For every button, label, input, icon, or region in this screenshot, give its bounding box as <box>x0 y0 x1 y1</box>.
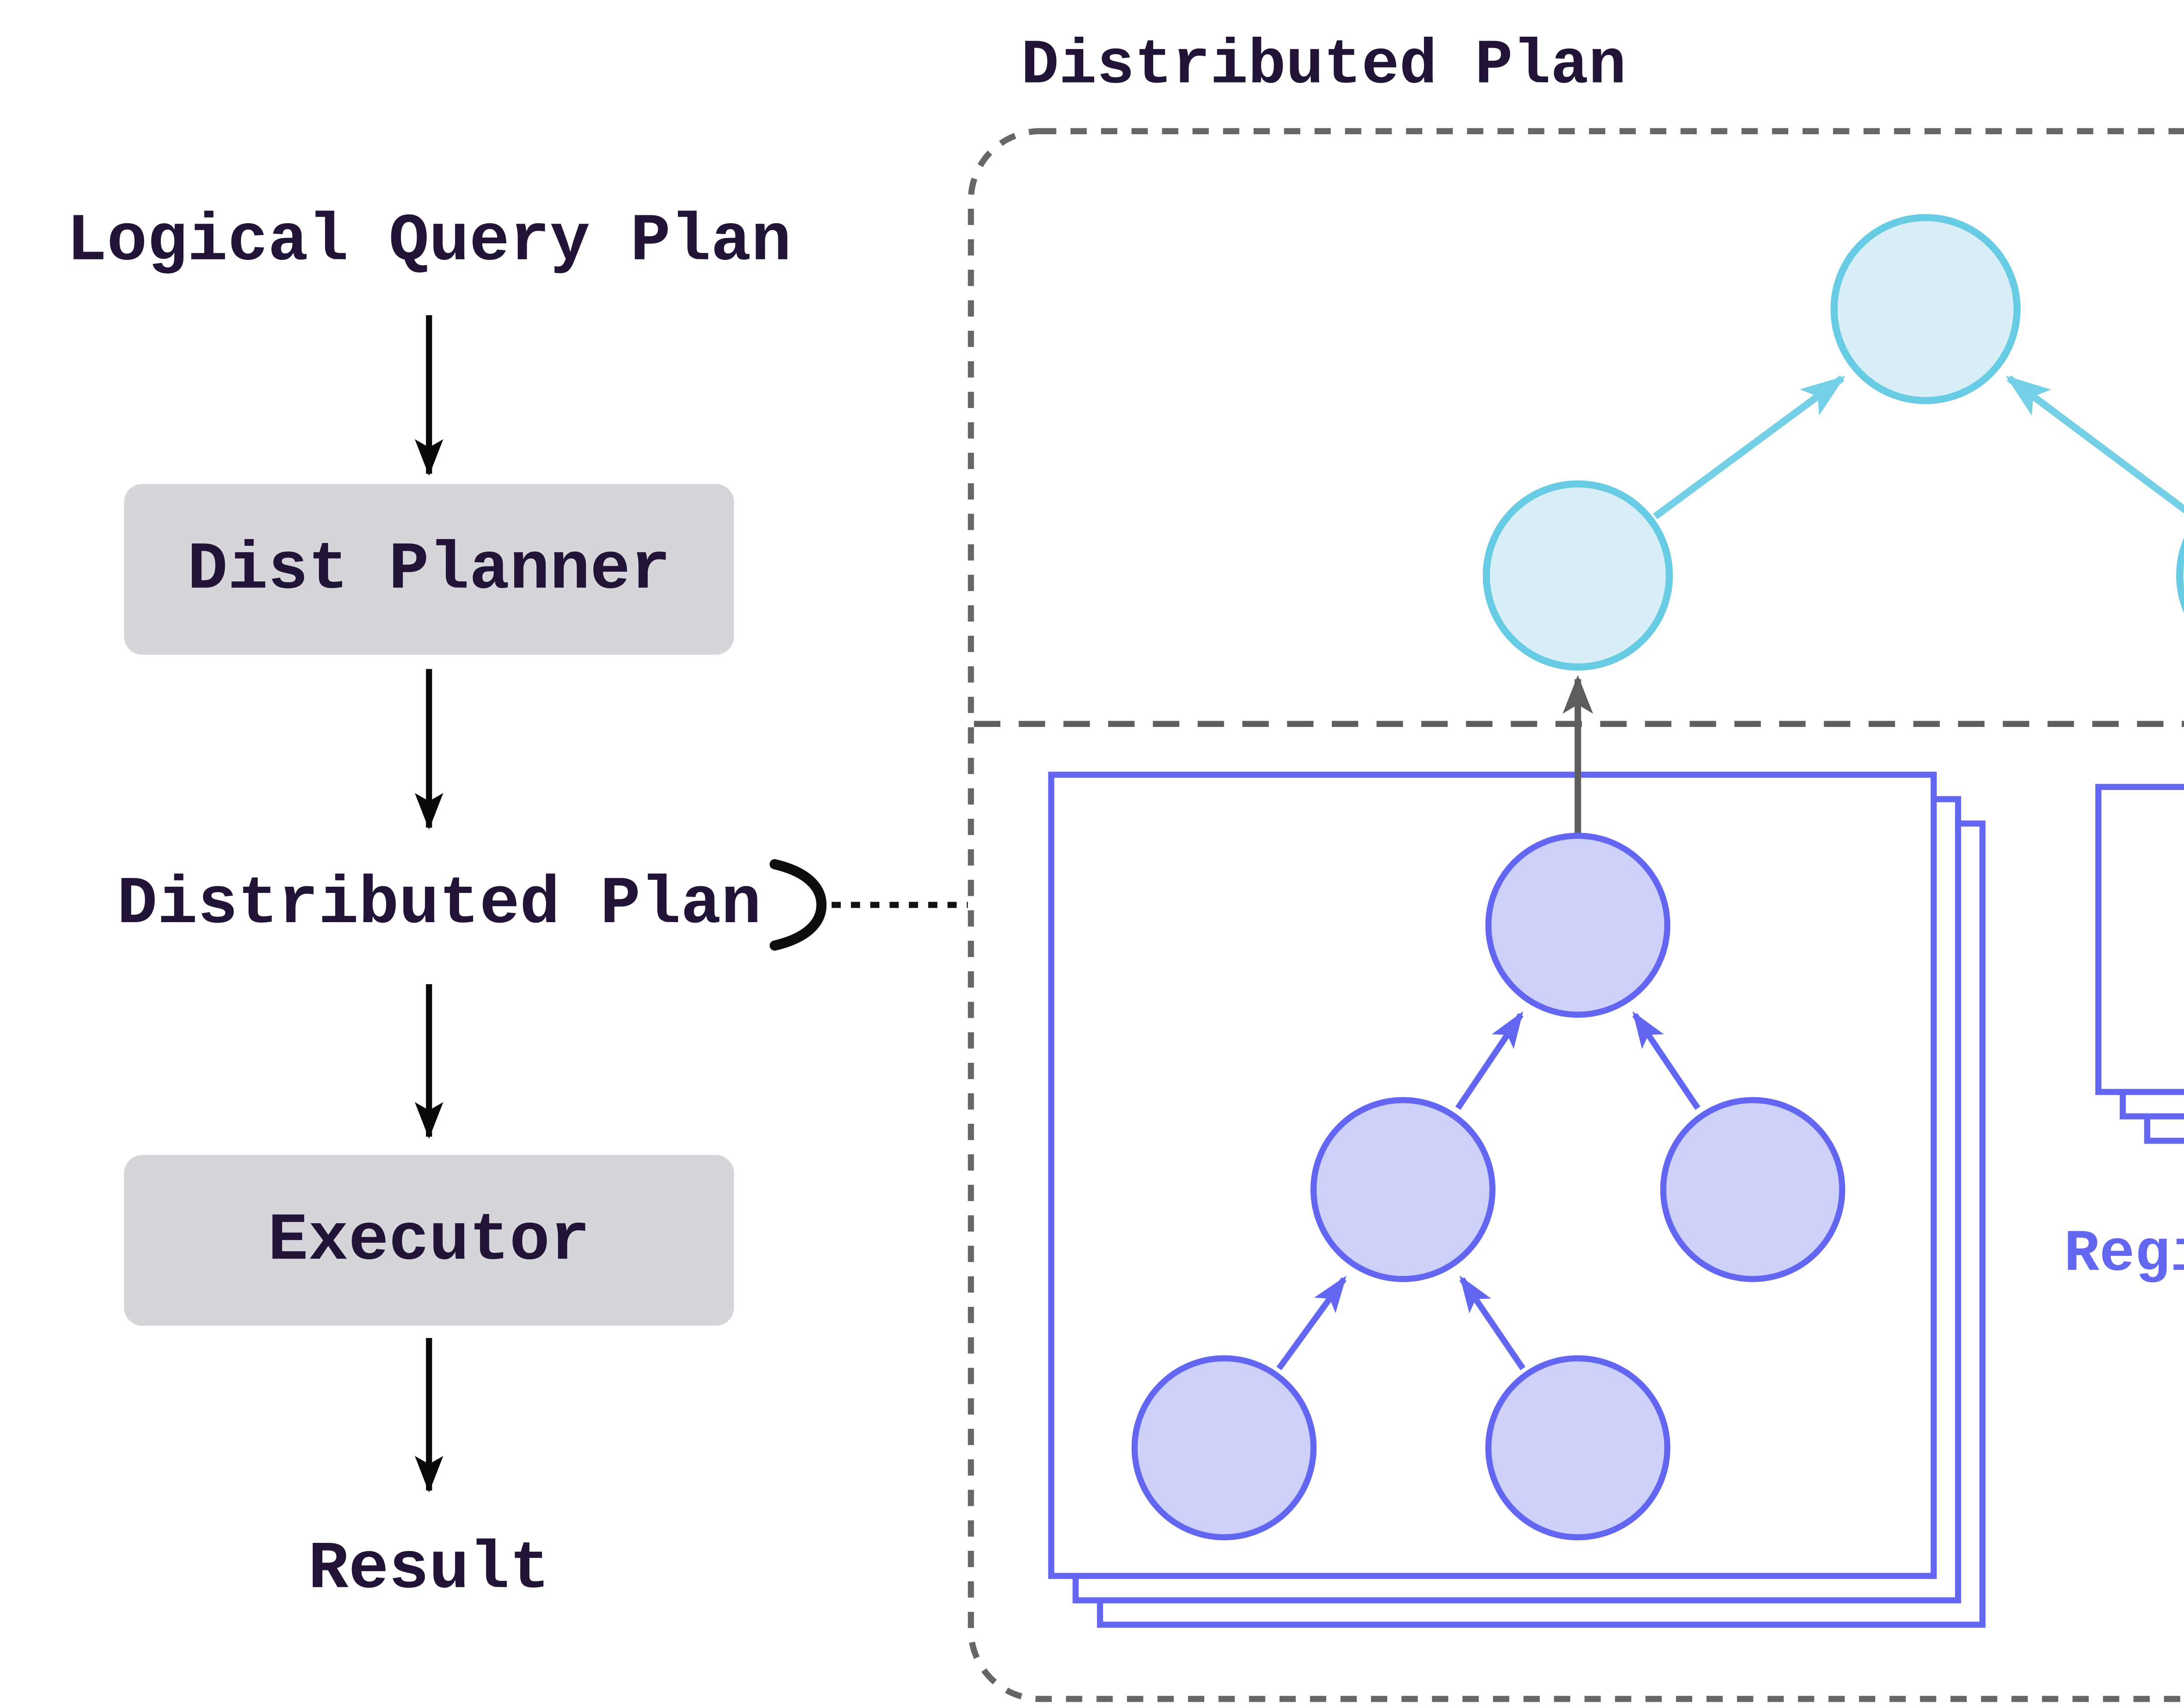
frontend-root-node <box>1830 214 2021 405</box>
datanode-leaf-right-node <box>1485 1355 1671 1541</box>
regions-label: Regions <box>2064 1221 2184 1288</box>
logical-query-plan-label: Logical Query Plan <box>66 204 791 280</box>
region-plan-stack <box>2095 784 2184 1144</box>
datanode-mid-right-node <box>1660 1097 1845 1282</box>
executor-box: Executor <box>124 1155 734 1326</box>
mid-left-edge-arrow <box>1455 1011 1524 1110</box>
mid-right-edge-arrow <box>1632 1011 1700 1110</box>
datanode-root-node <box>1485 833 1671 1018</box>
leaf-right-edge-arrow <box>1459 1276 1526 1370</box>
leaf-left-edge-arrow <box>1276 1276 1347 1370</box>
frontend-left-node <box>1482 480 1673 671</box>
result-label: Result <box>308 1532 550 1608</box>
dist-planner-label: Dist Planner <box>187 532 671 607</box>
distributed-plan-container <box>968 128 2184 1702</box>
executor-label: Executor <box>268 1203 590 1278</box>
distributed-plan-container-title: Distributed Plan <box>1021 31 1627 103</box>
frontend-right-edge-arrow <box>2005 375 2184 514</box>
frontend-right-node <box>2176 537 2184 613</box>
datanode-leaf-left-node <box>1131 1355 1317 1541</box>
datanode-mid-left-node <box>1310 1097 1496 1282</box>
dist-planner-box: Dist Planner <box>124 484 734 655</box>
distributed-plan-label: Distributed Plan <box>117 867 761 943</box>
brace-decoration <box>769 859 827 951</box>
frontend-left-edge-arrow <box>1653 375 1845 519</box>
stack-sheet-front <box>2095 784 2184 1095</box>
